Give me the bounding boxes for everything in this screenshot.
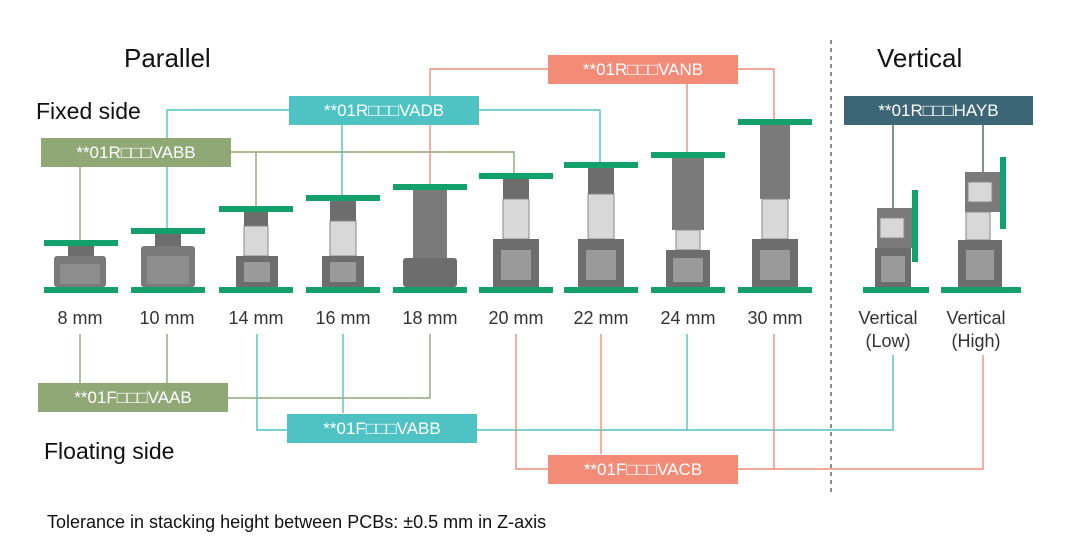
vertical-high-line1: Vertical bbox=[946, 308, 1006, 328]
connector-10mm bbox=[131, 228, 205, 293]
connector-24mm bbox=[651, 152, 725, 293]
floating-green-connector-lines bbox=[79, 334, 431, 399]
fixed-side-label: Fixed side bbox=[36, 98, 141, 124]
fixed-vertical-connector-lines bbox=[892, 124, 984, 210]
part-number-floating-teal: **01F□□□VABB bbox=[287, 414, 477, 443]
vertical-low-line2: (Low) bbox=[865, 331, 911, 351]
connector-22mm bbox=[564, 162, 638, 293]
floating-teal-connector-lines bbox=[256, 334, 894, 431]
part-number-fixed-teal: **01R□□□VADB bbox=[289, 96, 479, 125]
size-label-14mm: 14 mm bbox=[228, 308, 284, 328]
fixed-green-connector-lines bbox=[79, 151, 515, 240]
vertical-high-line2: (High) bbox=[951, 331, 1001, 351]
connector-vertical-low bbox=[863, 190, 929, 293]
parallel-heading: Parallel bbox=[124, 43, 211, 73]
vertical-high-label: Vertical (High) bbox=[936, 307, 1016, 353]
size-label-30mm: 30 mm bbox=[747, 308, 803, 328]
part-number-fixed-vertical: **01R□□□HAYB bbox=[844, 96, 1033, 125]
connector-20mm bbox=[479, 173, 553, 293]
connector-18mm bbox=[393, 184, 467, 293]
connector-14mm bbox=[219, 206, 293, 293]
vertical-low-line1: Vertical bbox=[858, 308, 918, 328]
floating-side-label: Floating side bbox=[44, 438, 175, 464]
part-number-fixed-green: **01R□□□VABB bbox=[41, 138, 231, 167]
size-label-10mm: 10 mm bbox=[139, 308, 195, 328]
size-label-16mm: 16 mm bbox=[315, 308, 371, 328]
fixed-salmon-connector-lines bbox=[429, 68, 775, 184]
connector-16mm bbox=[306, 195, 380, 293]
connector-8mm bbox=[44, 240, 118, 293]
floating-salmon-connector-lines bbox=[515, 334, 984, 470]
fixed-teal-connector-lines bbox=[166, 109, 601, 228]
connector-30mm bbox=[738, 119, 812, 293]
part-number-floating-salmon: **01F□□□VACB bbox=[548, 455, 738, 484]
size-label-8mm: 8 mm bbox=[57, 308, 103, 328]
part-number-floating-green: **01F□□□VAAB bbox=[38, 383, 228, 412]
connector-vertical-high bbox=[941, 157, 1021, 293]
size-label-20mm: 20 mm bbox=[488, 308, 544, 328]
part-number-fixed-salmon: **01R□□□VANB bbox=[548, 55, 738, 84]
vertical-low-label: Vertical (Low) bbox=[848, 307, 928, 353]
vertical-heading: Vertical bbox=[877, 43, 963, 73]
size-label-24mm: 24 mm bbox=[660, 308, 716, 328]
size-label-22mm: 22 mm bbox=[573, 308, 629, 328]
size-label-18mm: 18 mm bbox=[402, 308, 458, 328]
tolerance-note: Tolerance in stacking height between PCB… bbox=[47, 512, 547, 532]
